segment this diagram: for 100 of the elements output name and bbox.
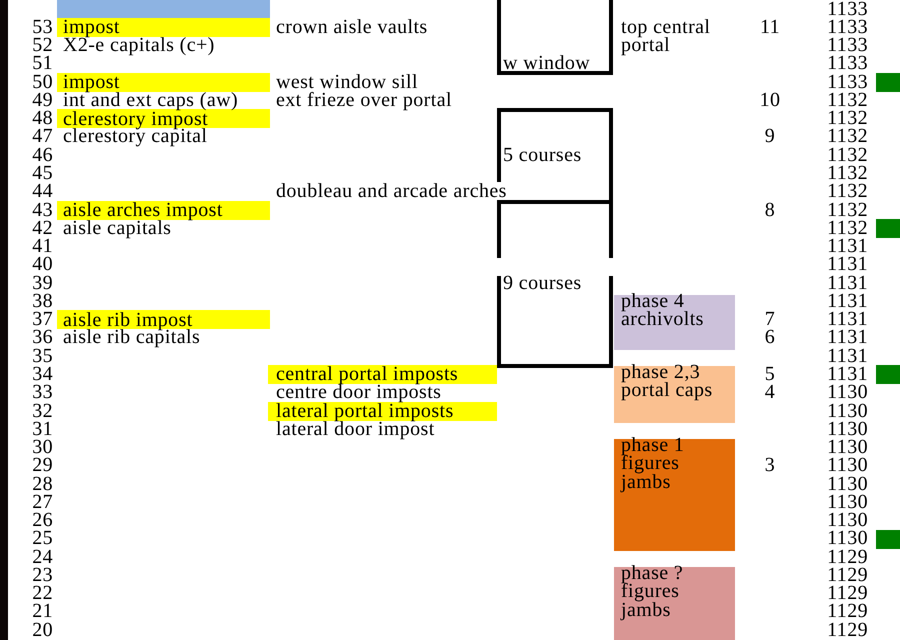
year-label: 1130 [827,492,868,512]
feature-label: clerestory capital [63,127,208,146]
feature-label: ext frieze over portal [276,90,452,110]
course-number: 49 [32,90,53,110]
year-label: 1130 [827,420,868,438]
year-label: 1133 [827,72,868,91]
year-label: 1132 [827,109,868,128]
year-label: 1131 [827,310,868,328]
year-label: 1133 [827,0,868,18]
year-label: 1129 [827,584,868,602]
stage-number: 7 [764,310,776,328]
year-label: 1132 [827,127,868,146]
course-number: 39 [32,274,53,292]
course-number: 42 [32,218,53,238]
year-label: 1133 [827,18,868,36]
course-number: 26 [32,511,53,530]
course-number: 51 [32,54,53,73]
band-label: clerestory impost [63,110,208,128]
feature-label: doubleau and arcade arches [276,182,507,201]
year-label: 1129 [827,602,868,621]
course-number: 48 [32,109,53,128]
frame-label: 5 courses [503,146,582,164]
course-number: 24 [32,548,53,566]
highlight-band [57,109,270,128]
year-label: 1129 [827,548,868,566]
band-label: lateral portal imposts [276,402,454,420]
course-number: 45 [32,164,53,182]
highlight-band [268,402,497,421]
band-label: central portal imposts [276,365,458,384]
frame-label: 9 courses [503,274,582,292]
course-number: 36 [32,328,53,347]
frame-label: w window [503,54,590,73]
phase-label: phase ? figures jambs [621,564,684,619]
year-label: 1132 [827,200,868,219]
course-number: 43 [32,200,53,219]
phase-box [614,295,735,350]
year-label: 1130 [827,529,868,548]
stage-number: 3 [764,456,776,475]
course-number: 53 [32,18,53,36]
year-label: 1133 [827,54,868,73]
feature-label: top central portal [621,18,712,54]
course-number: 31 [32,420,53,438]
phase-box [614,439,735,551]
highlight-band [57,200,270,220]
course-number: 21 [32,602,53,621]
feature-label: crown aisle vaults [276,18,428,36]
course-number: 35 [32,346,53,365]
year-label: 1131 [827,255,868,274]
year-label: 1130 [827,383,868,402]
course-number: 41 [32,237,53,256]
band-label: aisle arches impost [63,201,223,220]
feature-label: X2-e capitals (c+) [63,36,215,54]
course-number: 52 [32,36,53,54]
phase-label: phase 4 archivolts [621,292,705,329]
year-label: 1129 [827,620,868,639]
highlight-band [268,365,497,384]
course-number: 38 [32,292,53,310]
highlight-band [57,18,270,37]
stage-number: 5 [764,364,776,384]
phase-box [614,567,735,640]
band-label: aisle rib impost [63,310,193,329]
phase-label: phase 1 figures jambs [621,436,686,491]
course-number: 33 [32,383,53,402]
year-label: 1132 [827,182,868,201]
year-label: 1130 [827,474,868,493]
course-number: 23 [32,566,53,584]
phase-label: phase 2,3 portal caps [621,363,714,400]
phase-box [614,366,735,423]
year-label: 1130 [827,438,868,456]
stage-number: 10 [760,90,780,110]
course-number: 22 [32,584,53,602]
year-label: 1130 [827,511,868,530]
course-number: 20 [32,620,53,639]
course-number: 28 [32,474,53,493]
band-label: impost [63,73,120,92]
course-number: 32 [32,402,53,420]
year-label: 1129 [827,566,868,584]
course-number: 40 [32,255,53,274]
course-number: 44 [32,182,53,201]
course-number: 30 [32,438,53,456]
year-label: 1131 [827,364,868,384]
course-number: 37 [32,310,53,328]
course-number: 34 [32,364,53,384]
year-label: 1132 [827,146,868,164]
feature-label: centre door imposts [276,383,442,402]
course-number: 46 [32,146,53,164]
year-label: 1133 [827,36,868,54]
stage-number: 8 [764,200,776,219]
year-label: 1132 [827,218,868,238]
stage-number: 6 [764,328,776,347]
highlight-band [57,72,270,92]
course-number: 25 [32,529,53,548]
year-label: 1130 [827,456,868,475]
stage-number: 9 [764,127,776,146]
stage-number: 11 [760,18,780,36]
year-label: 1131 [827,328,868,347]
year-label: 1131 [827,274,868,292]
feature-label: aisle rib capitals [63,328,200,347]
course-number: 29 [32,456,53,475]
header-bar [57,0,270,18]
